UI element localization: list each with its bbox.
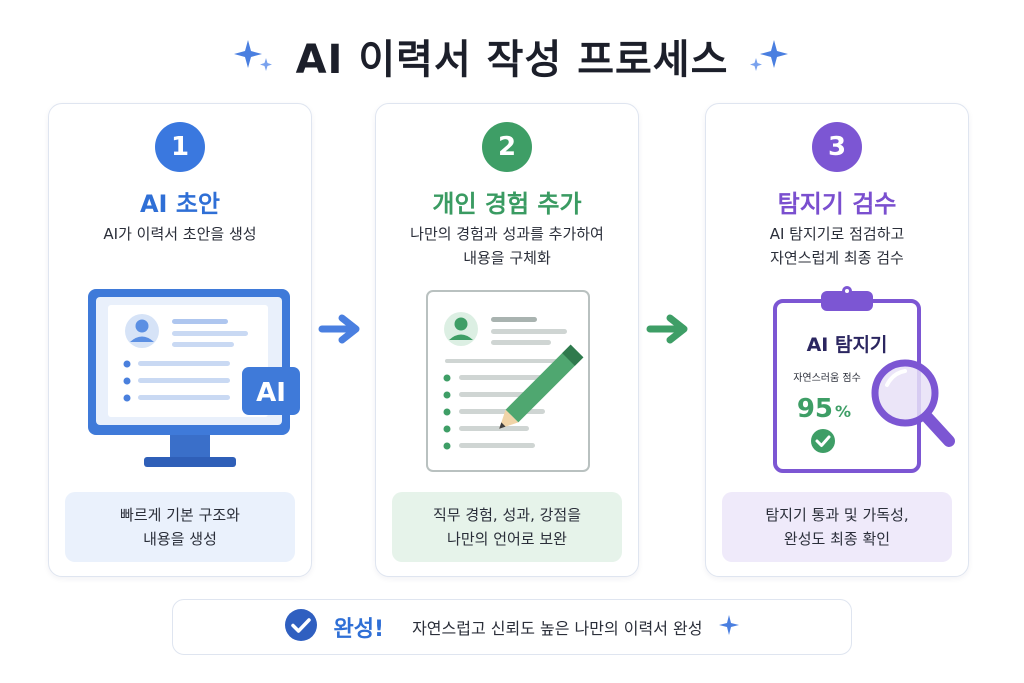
step-card-personal-experience: 2 개인 경험 추가 나만의 경험과 성과를 추가하여 내용을 구체화 — [375, 103, 639, 577]
document-pencil-icon — [426, 290, 590, 472]
resume-edit-illustration — [376, 279, 638, 479]
step-title: 탐지기 검수 — [777, 190, 897, 218]
score-label: 자연스러움 점수 — [793, 372, 861, 384]
step-card-detector-review: 3 탐지기 검수 AI 탐지기로 점검하고 자연스럽게 최종 검수 AI 탐지기… — [705, 103, 969, 577]
step-title: 개인 경험 추가 — [432, 190, 582, 218]
completion-title: 완성! — [333, 617, 385, 642]
title-row: AI 이력서 작성 프로세스 — [0, 26, 1024, 86]
step-note: 빠르게 기본 구조와 내용을 생성 — [65, 492, 295, 562]
step-note-line: 빠르게 기본 구조와 — [120, 506, 240, 524]
step-note: 직무 경험, 성과, 강점을 나만의 언어로 보완 — [392, 492, 622, 562]
step-description-line: AI가 이력서 초안을 생성 — [103, 225, 257, 243]
completion-banner: 완성! 자연스럽고 신뢰도 높은 나만의 이력서 완성 — [172, 599, 852, 655]
step-description: 나만의 경험과 성과를 추가하여 내용을 구체화 — [376, 222, 638, 270]
step-description-line: 자연스럽게 최종 검수 — [770, 249, 904, 267]
step-description: AI가 이력서 초안을 생성 — [49, 222, 311, 246]
score-unit: % — [835, 402, 851, 421]
detector-illustration: AI 탐지기 자연스러움 점수 95 % — [706, 279, 968, 479]
step-number-badge: 3 — [812, 122, 862, 172]
detector-title: AI 탐지기 — [807, 334, 888, 356]
step-note-line: 완성도 최종 확인 — [783, 530, 891, 548]
arrow-right-icon — [646, 312, 692, 350]
step-title: AI 초안 — [139, 190, 221, 218]
sparkle-icon — [232, 36, 276, 76]
monitor-illustration: AI — [49, 279, 311, 479]
step-description-line: 나만의 경험과 성과를 추가하여 — [410, 225, 604, 243]
sparkle-icon — [748, 36, 792, 76]
page-title: AI 이력서 작성 프로세스 — [295, 37, 729, 83]
ai-badge-text: AI — [256, 378, 286, 408]
step-number-badge: 1 — [155, 122, 205, 172]
step-description-line: 내용을 구체화 — [463, 249, 551, 267]
step-number-badge: 2 — [482, 122, 532, 172]
step-note-line: 직무 경험, 성과, 강점을 — [432, 506, 582, 524]
step-note-line: 탐지기 통과 및 가독성, — [765, 506, 909, 524]
step-card-ai-draft: 1 AI 초안 AI가 이력서 초안을 생성 AI 빠르게 기본 구조와 내용을… — [48, 103, 312, 577]
score-value: 95 — [797, 394, 833, 424]
step-description-line: AI 탐지기로 점검하고 — [769, 225, 905, 243]
step-note-line: 내용을 생성 — [143, 530, 217, 548]
step-note: 탐지기 통과 및 가독성, 완성도 최종 확인 — [722, 492, 952, 562]
completion-text: 자연스럽고 신뢰도 높은 나만의 이력서 완성 — [412, 619, 703, 638]
step-note-line: 나만의 언어로 보완 — [447, 530, 567, 548]
step-description: AI 탐지기로 점검하고 자연스럽게 최종 검수 — [706, 222, 968, 270]
sparkle-icon — [718, 614, 740, 640]
arrow-right-icon — [318, 312, 364, 350]
check-circle-icon — [284, 608, 318, 646]
monitor-icon: AI — [88, 289, 300, 467]
clipboard-magnifier-icon: AI 탐지기 자연스러움 점수 95 % — [773, 286, 955, 473]
